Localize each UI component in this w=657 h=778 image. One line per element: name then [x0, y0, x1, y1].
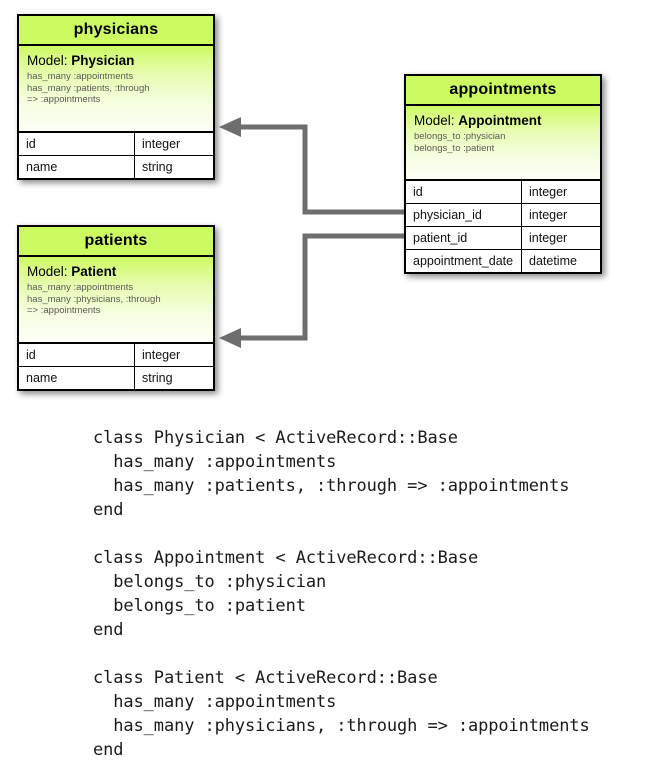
field-type: integer	[529, 231, 568, 245]
field-row: id integer	[19, 344, 213, 367]
field-name: id	[19, 133, 135, 155]
association-line: => :appointments	[27, 305, 101, 316]
field-name: appointment_date	[406, 250, 522, 272]
association-line: => :appointments	[27, 94, 101, 105]
association-line: has_many :appointments	[27, 71, 134, 82]
field-name: name	[19, 156, 135, 178]
model-label: Model:	[414, 113, 455, 128]
model-label-row: Model: Patient	[27, 264, 205, 279]
field-name: patient_id	[406, 227, 522, 249]
model-label-row: Model: Appointment	[414, 113, 592, 128]
association-line: has_many :appointments	[27, 282, 134, 293]
field-row: name string	[19, 367, 213, 389]
field-type: integer	[142, 137, 181, 151]
model-label-row: Model: Physician	[27, 53, 205, 68]
field-type: integer	[529, 208, 568, 222]
association-line: belongs_to :physician	[414, 131, 506, 142]
connector-patient	[219, 233, 404, 348]
field-row: id integer	[19, 133, 213, 156]
field-type: string	[142, 160, 173, 174]
field-type: datetime	[529, 254, 577, 268]
field-row: id integer	[406, 181, 600, 204]
entity-physicians-title: physicians	[19, 16, 213, 46]
model-name: Physician	[71, 53, 135, 68]
association-line: has_many :patients, :through	[27, 82, 150, 94]
field-row: patient_id integer	[406, 227, 600, 250]
field-name: id	[406, 181, 522, 203]
entity-appointments-model: Model: Appointment belongs_to :physician…	[406, 106, 600, 181]
model-label: Model:	[27, 53, 68, 68]
entity-patients-title: patients	[19, 227, 213, 257]
entity-patients-model: Model: Patient has_many :appointments ha…	[19, 257, 213, 344]
field-type: integer	[529, 185, 568, 199]
entity-physicians[interactable]: physicians Model: Physician has_many :ap…	[17, 14, 215, 180]
field-row: name string	[19, 156, 213, 178]
entity-physicians-model: Model: Physician has_many :appointments …	[19, 46, 213, 133]
field-name: physician_id	[406, 204, 522, 226]
field-name: name	[19, 367, 135, 389]
model-name: Patient	[71, 264, 117, 279]
ruby-code-listing: class Physician < ActiveRecord::Base has…	[93, 428, 590, 760]
entity-patients[interactable]: patients Model: Patient has_many :appoin…	[17, 225, 215, 391]
field-type: integer	[142, 348, 181, 362]
field-type: string	[142, 371, 173, 385]
entity-appointments-title: appointments	[406, 76, 600, 106]
field-name: id	[19, 344, 135, 366]
entity-appointments[interactable]: appointments Model: Appointment belongs_…	[404, 74, 602, 274]
model-name: Appointment	[458, 113, 542, 128]
connector-physician	[219, 117, 404, 215]
association-line: has_many :physicians, :through	[27, 293, 161, 305]
field-row: appointment_date datetime	[406, 250, 600, 272]
model-label: Model:	[27, 264, 68, 279]
association-line: belongs_to :patient	[414, 142, 495, 154]
field-row: physician_id integer	[406, 204, 600, 227]
